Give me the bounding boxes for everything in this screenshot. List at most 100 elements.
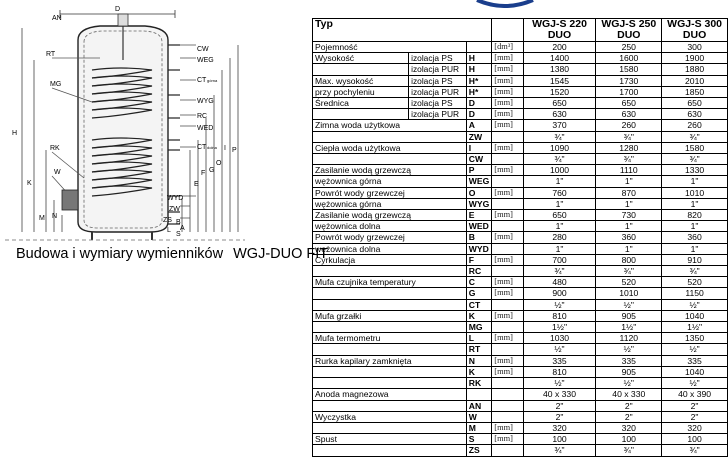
row-symbol: WYD [465, 242, 493, 255]
row-value-model-3: 2" [661, 410, 728, 423]
row-symbol: AN [465, 399, 493, 412]
row-label [312, 343, 467, 356]
row-value-model-1: 650 [522, 97, 597, 110]
row-label [312, 321, 467, 334]
row-value-model-1: 2" [522, 410, 597, 423]
row-symbol: CT [465, 298, 493, 311]
row-value-model-2: 905 [595, 365, 663, 379]
row-value-model-1: 1" [522, 242, 597, 255]
row-value-model-1: 370 [522, 119, 597, 132]
row-value-model-2: ½" [595, 298, 663, 311]
row-value-model-2: 1" [595, 175, 663, 188]
row-label [312, 298, 467, 311]
dim-label-L: L [167, 227, 171, 234]
row-value-model-1: 1520 [522, 85, 597, 99]
row-value-model-3: 1" [661, 220, 728, 233]
row-label: Max. wysokość [311, 74, 410, 87]
dim-label-G: G [209, 167, 214, 174]
row-unit [491, 153, 524, 166]
row-label: Wyczystka [312, 410, 467, 423]
row-value-model-2: 360 [595, 231, 663, 244]
row-value-model-1: 650 [522, 209, 597, 222]
row-unit: [dm³] [491, 40, 524, 54]
diagram-caption: Budowa i wymiary wymienników WGJ-DUO FIT [16, 246, 334, 262]
row-label: Zasilanie wodą grzewczą [312, 209, 467, 222]
dim-label-RT: RT [46, 51, 56, 58]
row-unit [491, 399, 524, 412]
row-value-model-1: ¾" [522, 444, 597, 457]
caption-model: WGJ-DUO FIT [233, 246, 329, 262]
row-value-model-3: 1350 [661, 332, 728, 345]
row-unit: [mm] [491, 421, 524, 435]
row-value-model-1: 280 [522, 231, 597, 244]
row-value-model-2: 1700 [595, 85, 663, 99]
row-symbol [465, 40, 493, 54]
row-symbol: O [465, 186, 493, 199]
row-unit: [mm] [491, 309, 524, 323]
row-label: Anoda magnezowa [312, 388, 467, 401]
row-unit: [mm] [491, 231, 524, 244]
row-value-model-2: ½" [595, 377, 663, 390]
row-value-model-2: 40 x 330 [595, 388, 663, 401]
row-symbol: D [465, 97, 493, 110]
row-value-model-2: 520 [595, 276, 663, 289]
row-value-model-2: 260 [595, 119, 663, 132]
row-value-model-1: 1" [522, 175, 597, 188]
row-value-model-1: 1400 [522, 52, 597, 65]
row-value-model-1: 100 [522, 433, 597, 446]
row-value-model-2: 100 [595, 433, 663, 446]
row-value-model-3: 100 [661, 433, 728, 446]
row-unit: [mm] [491, 63, 524, 76]
row-symbol: CW [465, 153, 493, 166]
row-symbol: D [465, 108, 493, 121]
row-value-model-1: ¾" [522, 130, 597, 143]
row-unit [491, 377, 524, 390]
row-value-model-2: ½" [595, 343, 663, 356]
row-value-model-3: 1" [661, 242, 728, 255]
dim-label-H: H [12, 130, 17, 137]
row-label: Pojemność [312, 40, 467, 54]
row-label: wężownica dolna [312, 220, 467, 233]
row-unit: [mm] [491, 85, 524, 99]
row-label: wężownica górna [312, 197, 467, 211]
row-value-model-1: 900 [522, 287, 597, 300]
row-value-model-1: ¾" [522, 265, 597, 278]
row-value-model-2: 1120 [595, 332, 663, 345]
row-symbol: WED [465, 220, 493, 233]
row-symbol: H [465, 52, 493, 65]
row-value-model-2: 1280 [595, 141, 663, 155]
dim-label-AN: AN [52, 15, 62, 22]
row-symbol: WYG [465, 197, 493, 211]
row-unit [491, 220, 524, 233]
row-value-model-1: 335 [522, 354, 597, 367]
row-sublabel: izolacja PUR [408, 63, 467, 76]
dim-label-WYD: WYD [167, 195, 183, 202]
row-symbol: H [465, 63, 493, 76]
row-label [312, 287, 467, 300]
row-value-model-3: 300 [661, 40, 728, 54]
row-unit [491, 265, 524, 278]
row-unit: [mm] [491, 332, 524, 345]
row-value-model-2: 1" [595, 197, 663, 211]
row-value-model-1: ½" [522, 343, 597, 356]
row-symbol: S [465, 433, 493, 446]
row-value-model-1: 200 [522, 40, 597, 54]
row-symbol: RC [465, 265, 493, 278]
row-sublabel: izolacja PS [408, 74, 467, 87]
dim-label-CW: CW [197, 46, 209, 53]
row-symbol: G [465, 287, 493, 300]
logo-arc-decoration [476, 0, 534, 8]
row-unit: [mm] [491, 209, 524, 222]
